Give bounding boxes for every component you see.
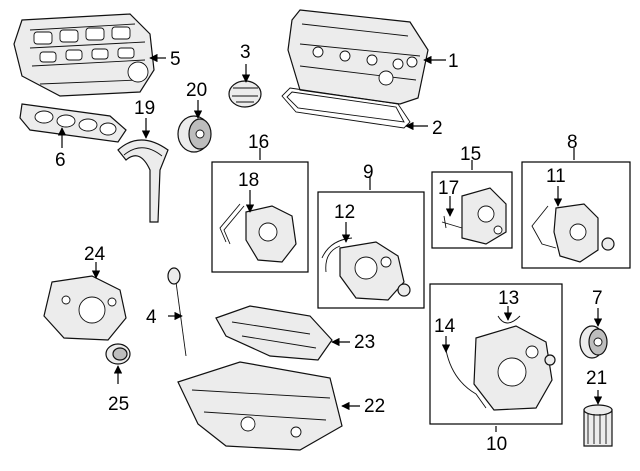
valve-cover-gasket-part bbox=[281, 87, 411, 129]
camshaft-pulley-part bbox=[177, 115, 212, 153]
callout-14: 14 bbox=[434, 316, 456, 337]
callout-11: 11 bbox=[546, 166, 566, 187]
callout-21: 21 bbox=[586, 368, 607, 389]
crank-pulley-part bbox=[579, 325, 608, 359]
box-16 bbox=[211, 161, 309, 273]
callout-3: 3 bbox=[240, 42, 251, 63]
box-8 bbox=[521, 161, 631, 269]
callout-1: 1 bbox=[448, 51, 459, 72]
box-10 bbox=[429, 283, 563, 425]
callout-5: 5 bbox=[170, 49, 181, 70]
intake-manifold-part bbox=[13, 13, 155, 97]
timing-cover-part-12 bbox=[321, 237, 411, 301]
box-15 bbox=[431, 171, 513, 249]
timing-cover-part-10 bbox=[445, 315, 556, 411]
callout-9: 9 bbox=[363, 162, 374, 183]
callout-20: 20 bbox=[186, 80, 207, 101]
callout-17: 17 bbox=[438, 178, 459, 199]
callout-8: 8 bbox=[567, 132, 578, 153]
timing-cover-part-11 bbox=[531, 203, 615, 263]
callout-23: 23 bbox=[354, 332, 375, 353]
timing-belt-part bbox=[117, 139, 169, 223]
dipstick-part bbox=[167, 267, 187, 357]
timing-cover-part-18 bbox=[219, 203, 297, 263]
oil-filter-part bbox=[583, 404, 613, 447]
callout-10: 10 bbox=[486, 434, 507, 455]
box-9 bbox=[317, 191, 425, 309]
oil-filter-adapter-part bbox=[105, 343, 131, 365]
callout-25: 25 bbox=[108, 394, 129, 415]
valve-cover-part bbox=[287, 9, 429, 105]
callout-13: 13 bbox=[498, 288, 519, 309]
callout-22: 22 bbox=[364, 396, 385, 417]
timing-cover-part-17 bbox=[441, 187, 507, 245]
callout-16: 16 bbox=[248, 132, 269, 153]
callout-19: 19 bbox=[134, 98, 155, 119]
callout-2: 2 bbox=[432, 118, 443, 139]
callout-24: 24 bbox=[84, 244, 106, 265]
oil-pump-part bbox=[43, 275, 127, 341]
callout-7: 7 bbox=[592, 288, 603, 309]
callout-12: 12 bbox=[334, 202, 355, 223]
baffle-plate-part bbox=[215, 305, 333, 361]
oil-pan-part bbox=[177, 361, 343, 451]
callout-18: 18 bbox=[238, 170, 259, 191]
callout-6: 6 bbox=[55, 150, 66, 171]
callout-15: 15 bbox=[460, 144, 481, 165]
callout-4: 4 bbox=[146, 307, 157, 328]
oil-filler-cap-part bbox=[228, 80, 262, 108]
intake-gasket-part bbox=[19, 103, 127, 143]
